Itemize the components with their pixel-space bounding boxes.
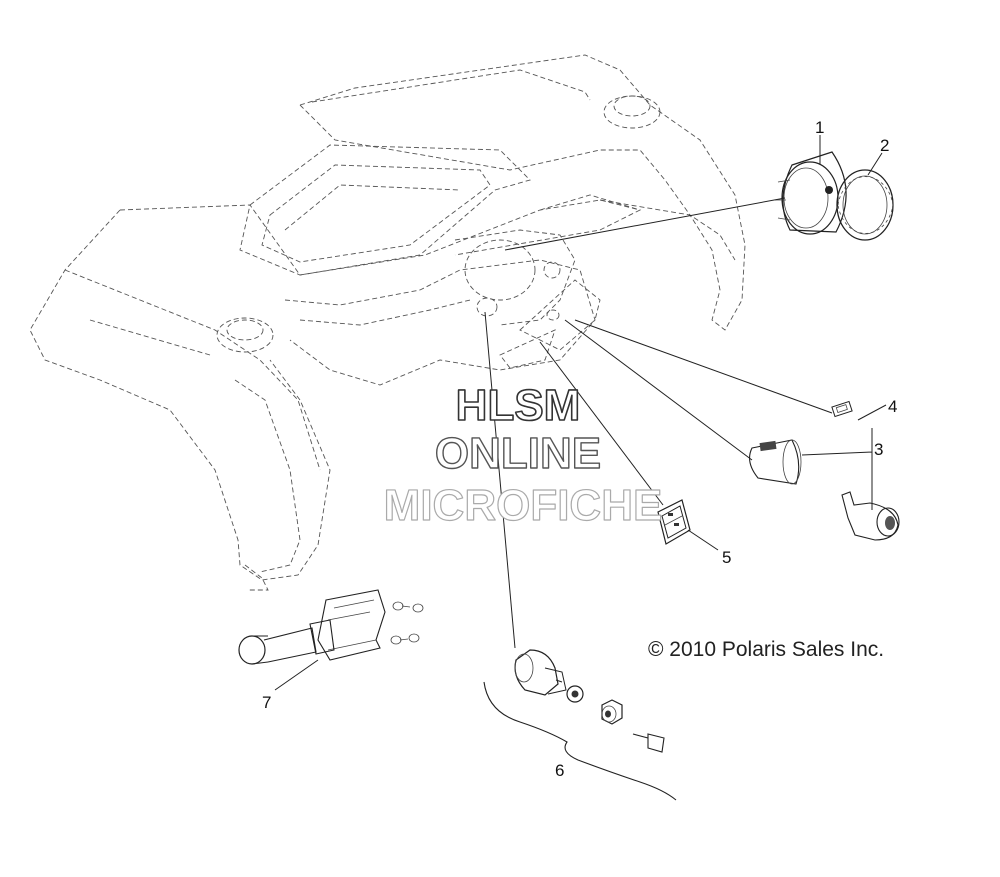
switch-opening [546, 309, 560, 321]
watermark-line-3: MICROFICHE [384, 481, 663, 530]
leader-4-dash [574, 319, 833, 414]
callout-5: 5 [722, 548, 731, 567]
dashboard-body [29, 54, 746, 591]
leader-5 [687, 529, 719, 551]
watermark: HLSM ONLINE MICROFICHE [383, 380, 663, 530]
callout-4: 4 [888, 397, 897, 416]
leader-3-dash [564, 319, 753, 461]
leader-4 [857, 404, 887, 421]
leader-2 [867, 152, 883, 176]
light-switch-lever [238, 589, 424, 665]
ignition-opening [476, 297, 498, 317]
ignition-switch [514, 649, 567, 696]
callout-7: 7 [262, 693, 271, 712]
leader-7 [274, 659, 319, 691]
callout-3: 3 [874, 440, 883, 459]
ignition-washer [566, 685, 584, 703]
speedometer-opening [464, 239, 536, 301]
leader-3 [801, 428, 873, 510]
rocker-switch [657, 499, 691, 545]
callout-6: 6 [555, 761, 564, 780]
retainer-clip [831, 400, 853, 418]
callouts: 1 2 3 4 5 6 7 [262, 118, 897, 780]
right-mount-boss [603, 95, 661, 129]
left-mount-boss [216, 317, 274, 353]
speedometer-gauge [775, 151, 847, 235]
part-group-bracket [483, 681, 677, 801]
leader-1-dash [504, 197, 786, 251]
gauge-bezel-ring [836, 169, 894, 241]
ignition-key [632, 733, 665, 753]
outlet-opening [543, 261, 561, 279]
callout-2: 2 [880, 136, 889, 155]
watermark-line-2: ONLINE [435, 429, 601, 478]
leader-6-dash [484, 311, 516, 649]
watermark-line-1: HLSM [456, 381, 581, 430]
power-outlet-socket [749, 439, 802, 485]
leader-lines [274, 135, 887, 691]
power-outlet-plug [841, 491, 900, 541]
copyright-notice: © 2010 Polaris Sales Inc. [648, 638, 884, 661]
callout-1: 1 [815, 118, 824, 137]
leader-5-dash [539, 341, 664, 506]
ignition-nut [601, 699, 623, 725]
